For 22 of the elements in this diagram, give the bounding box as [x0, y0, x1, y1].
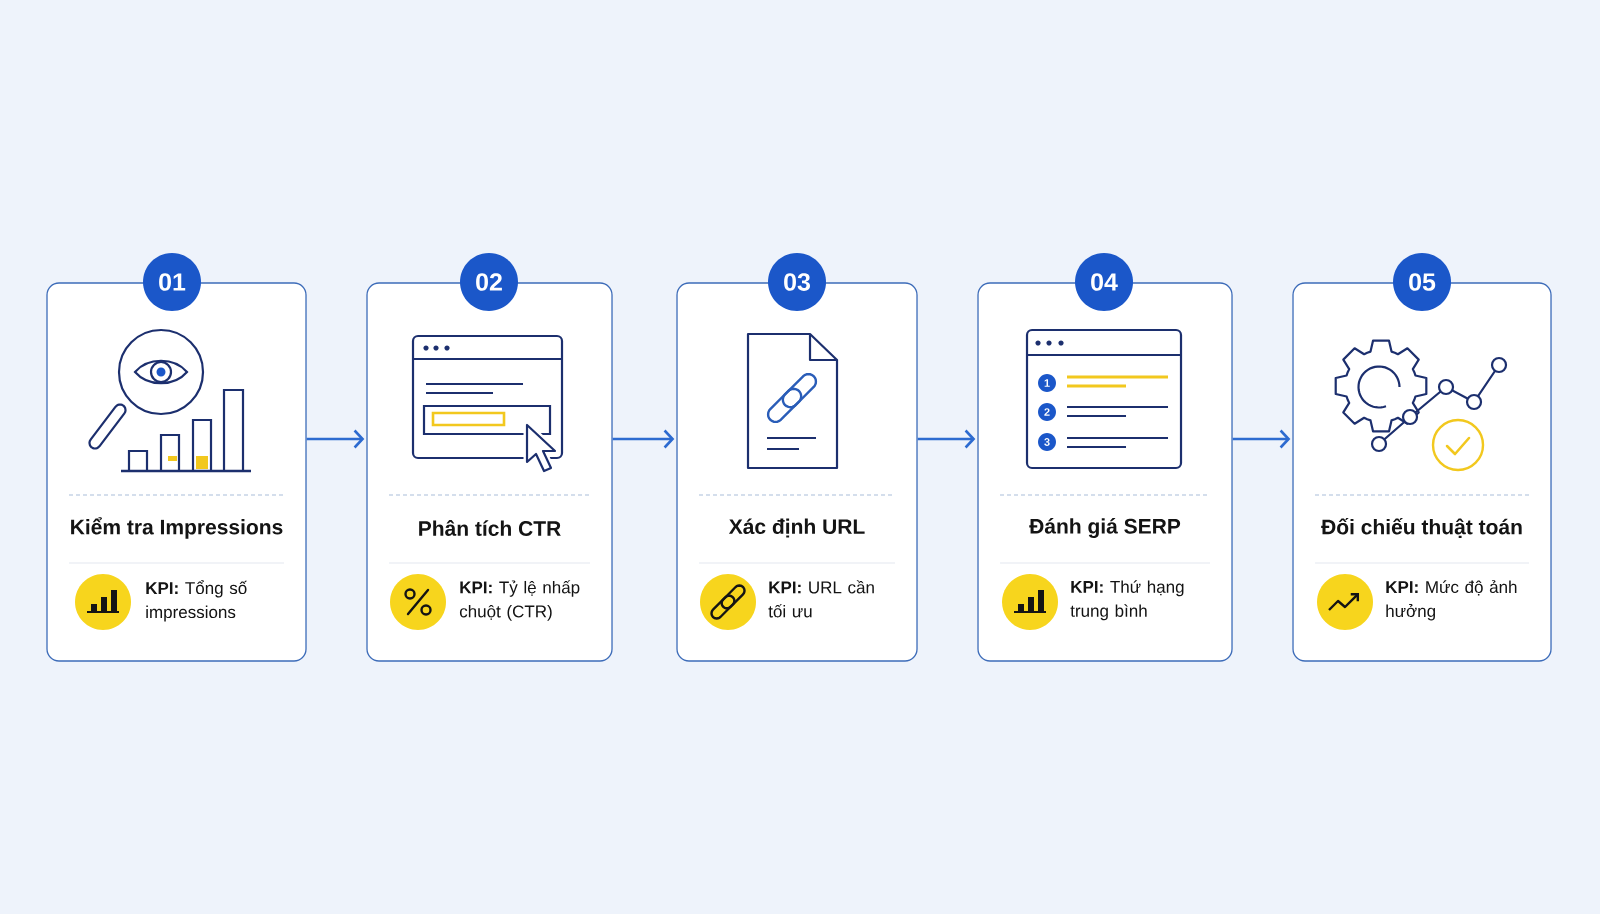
number-badge: 03 [768, 253, 826, 311]
rank-number: 1 [1044, 379, 1050, 387]
step-title: Phân tích CTR [419, 520, 561, 536]
kpi-text: KPI: Mức độ ảnh hưởng [1386, 580, 1517, 621]
arrow [612, 429, 675, 449]
number-badge: 04 [1075, 253, 1133, 311]
step-title: Kiểm tra Impressions [71, 517, 283, 539]
step-title: Đánh giá SERP [1029, 518, 1181, 538]
kpi-text: KPI: Thứ hạng trung bình [1070, 580, 1184, 621]
step-title: Xác định URL [728, 518, 865, 538]
kpi-text: KPI: Tổng số impressions [146, 580, 247, 622]
number-badge: 05 [1393, 253, 1451, 311]
kpi-text: KPI: URL cần tối ưu [768, 580, 874, 618]
arrow [306, 429, 365, 449]
number-badge: 02 [460, 253, 518, 311]
number-badge: 01 [143, 253, 201, 311]
rank-number: 2 [1044, 408, 1050, 416]
step-title: Đối chiếu thuật toán [1321, 518, 1522, 538]
arrow [1232, 429, 1291, 449]
arrow [917, 429, 976, 449]
kpi-text: KPI: Tỷ lệ nhấp chuột (CTR) [459, 580, 580, 621]
rank-number: 3 [1044, 438, 1050, 446]
